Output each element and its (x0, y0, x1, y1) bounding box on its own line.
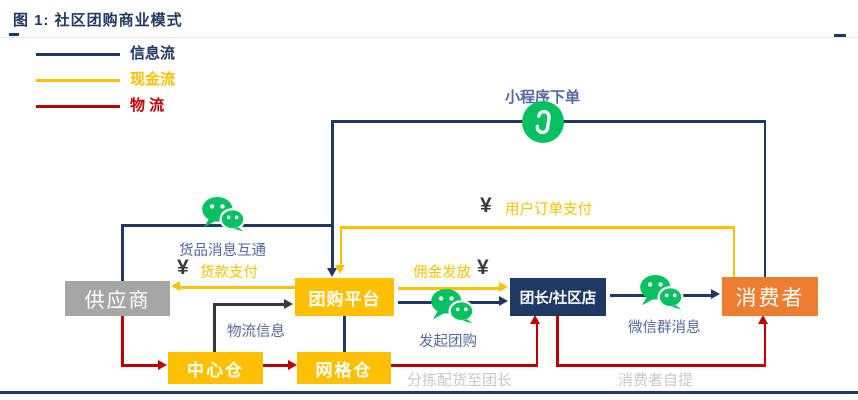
info-line-right-vertical (763, 120, 766, 277)
figure-title: 图 1: 社区团购商业模式 (13, 12, 183, 29)
logistics-line-supplier-down (121, 316, 124, 366)
arrowhead-into-grid-warehouse (288, 360, 297, 370)
node-leader-community-store: 团长/社区店 (510, 278, 606, 316)
legend-label-cash-flow: 现金流 (130, 71, 176, 88)
label-goods-info-exchange: 货品消息互通 (179, 243, 266, 259)
info-line-logistics-vertical (213, 303, 216, 352)
arrowhead-into-consumer-info (711, 289, 720, 299)
arrowhead-into-supplier-cash (171, 281, 180, 291)
left-dash (9, 33, 19, 36)
logistics-line-consumer-vertical (763, 323, 766, 366)
wechat-mini-program-icon (522, 101, 564, 143)
arrowhead-into-leader-cash (499, 282, 508, 292)
arrowhead-launch-group-buy (499, 296, 508, 306)
cash-line-payment-to-supplier (180, 286, 295, 289)
label-wechat-group-message: 微信群消息 (628, 320, 701, 336)
arrowhead-into-central-warehouse (158, 360, 167, 370)
cash-line-commission (398, 287, 500, 290)
wechat-icon (429, 288, 475, 324)
label-consumer-self-pickup: 消费者自提 (618, 372, 694, 389)
label-logistics-info: 物流信息 (227, 324, 285, 340)
label-mini-program-order: 小程序下单 (505, 89, 581, 106)
info-line-platform-to-grid (343, 316, 346, 352)
cash-line-user-payment-horizontal (341, 226, 734, 229)
legend-label-information-flow: 信息流 (130, 45, 176, 62)
label-launch-group-buy: 发起团购 (419, 334, 477, 350)
wechat-icon (638, 274, 684, 310)
logistics-line-leader-to-consumer (556, 364, 766, 367)
logistics-line-grid-to-leader-vertical (535, 323, 538, 366)
arrowhead-logistics-info (284, 298, 293, 309)
right-dash (834, 34, 846, 37)
legend-line-cash-flow (36, 79, 120, 82)
logistics-line-grid-to-leader-horizontal (391, 364, 538, 367)
label-sort-and-deliver-to-leader: 分拣配货至团长 (407, 372, 513, 389)
cash-line-user-payment-right-vertical (732, 226, 735, 277)
bottom-divider (0, 391, 858, 394)
legend-line-logistics (36, 105, 120, 108)
yen-user-order-payment: ¥ (480, 194, 492, 217)
logistics-line-leader-down (556, 316, 559, 366)
legend-label-logistics: 物 流 (130, 97, 165, 114)
info-line-left-vertical (331, 120, 334, 270)
cash-line-user-payment-left-vertical (339, 226, 342, 267)
node-group-buy-platform: 团购平台 (295, 278, 394, 316)
arrowhead-into-platform-cash (335, 265, 345, 274)
label-user-order-payment: 用户订单支付 (505, 202, 592, 218)
node-grid-warehouse: 网格仓 (297, 352, 391, 384)
legend-line-information-flow (36, 53, 120, 56)
arrowhead-into-platform-info (327, 268, 337, 277)
arrowhead-into-leader-logistics (530, 315, 540, 324)
node-supplier: 供应商 (65, 281, 170, 316)
logistics-line-to-central (121, 364, 159, 367)
node-consumer: 消费者 (722, 277, 818, 316)
yen-commission-payout: ¥ (477, 256, 489, 279)
label-payment-to-supplier: 货款支付 (200, 265, 258, 281)
info-line-logistics-horizontal (213, 303, 285, 306)
info-line-supplier-vertical (121, 224, 124, 281)
node-central-warehouse: 中心仓 (168, 352, 263, 384)
logistics-line-central-to-grid (263, 364, 289, 367)
label-commission-payout: 佣金发放 (413, 265, 471, 281)
header-divider (0, 37, 858, 38)
wechat-icon (200, 196, 246, 232)
arrowhead-into-consumer-logistics (758, 315, 768, 324)
yen-payment-to-supplier: ¥ (177, 256, 189, 279)
